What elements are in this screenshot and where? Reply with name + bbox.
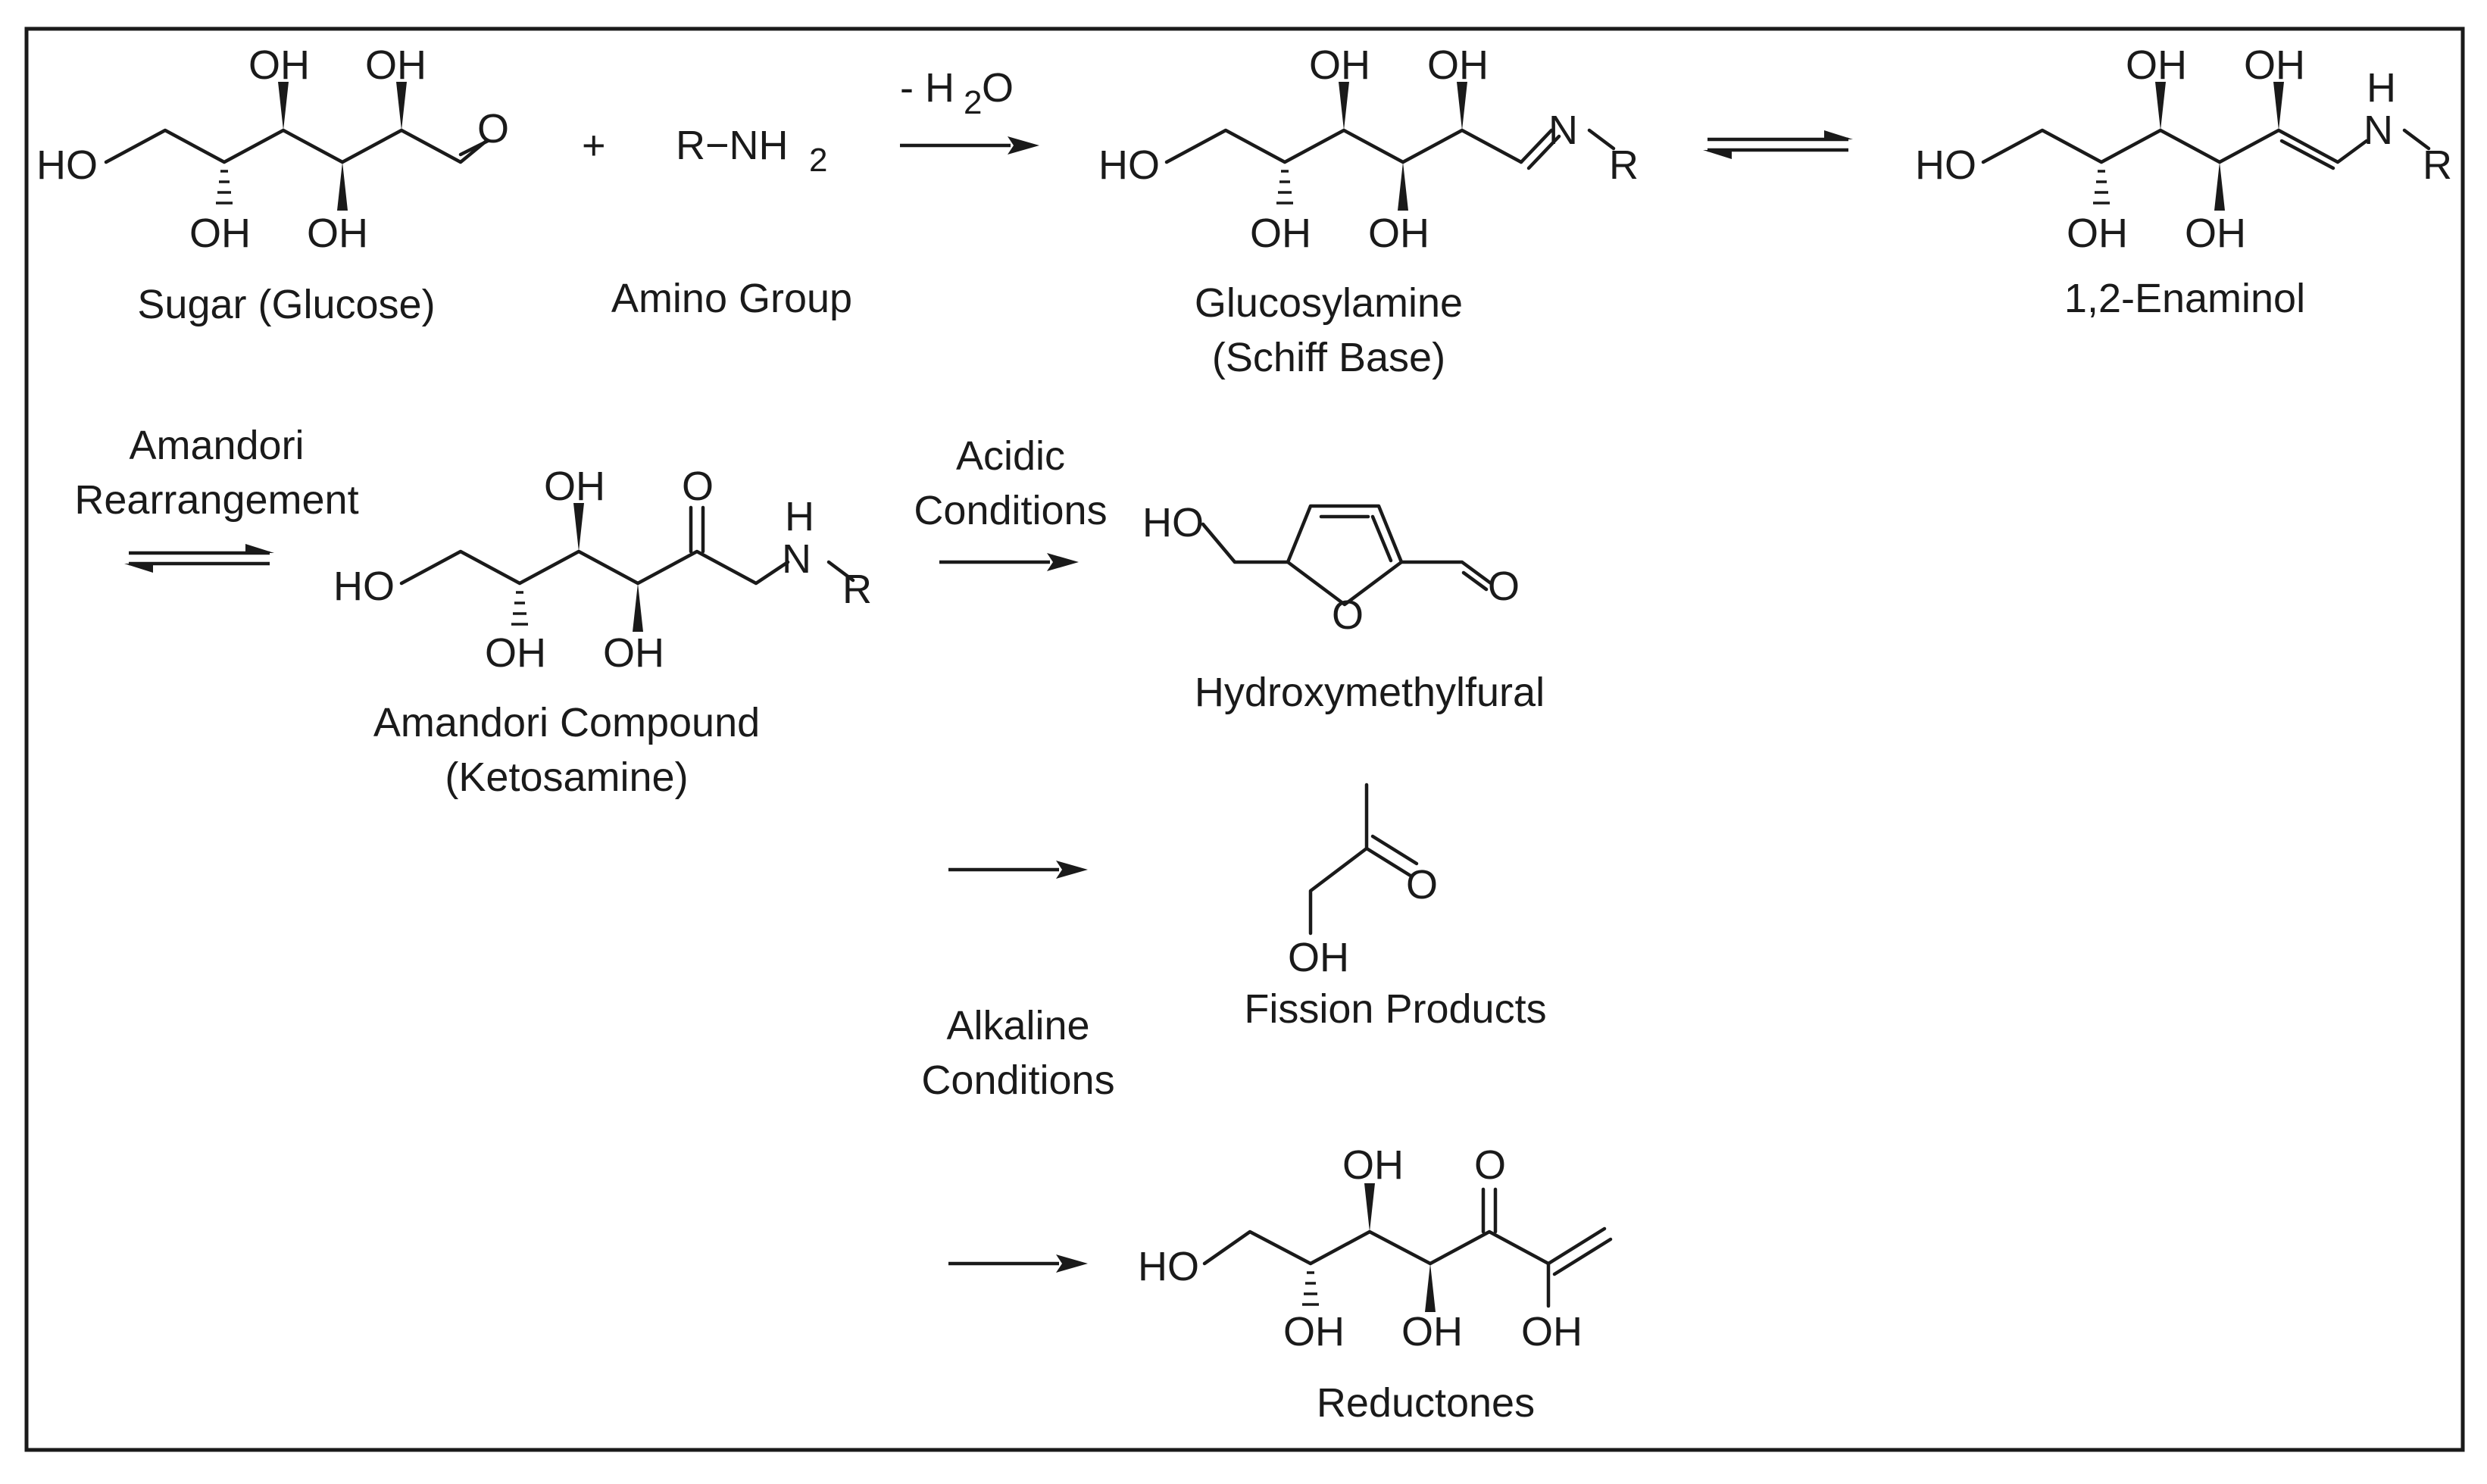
atom-label: HO	[1142, 500, 1204, 545]
atom-label: O	[477, 106, 509, 152]
atom-label: OH	[1427, 42, 1489, 88]
atom-label: H	[2367, 65, 2396, 111]
atom-label: O	[682, 464, 714, 509]
atom-label: OH	[2185, 211, 2246, 256]
atom-label: OH	[2126, 42, 2187, 88]
amine-caption: Amino Group	[611, 276, 852, 321]
amadori-step-label-line2: Rearrangement	[74, 477, 358, 523]
equilibrium-arrow-1	[1703, 130, 1853, 159]
hashed-bond	[511, 591, 528, 626]
dehydration-arrow	[900, 136, 1039, 155]
atom-label: OH	[603, 630, 664, 676]
dehydration-label: - H 2 O	[900, 65, 1014, 121]
wedge-bond	[573, 503, 584, 551]
wedge-bond	[396, 82, 407, 130]
atom-label: OH	[1521, 1309, 1582, 1354]
plus-sign: +	[582, 123, 606, 168]
wedge-bond	[633, 583, 643, 632]
acidic-arrow	[939, 553, 1079, 571]
atom-label: OH	[485, 630, 546, 676]
hashed-bond	[1302, 1271, 1319, 1306]
fission-caption: Fission Products	[1244, 986, 1546, 1032]
wedge-bond	[2214, 162, 2225, 211]
equilibrium-arrow-2	[124, 544, 274, 573]
atom-label: OH	[1283, 1309, 1345, 1354]
atom-label: O	[1332, 592, 1364, 638]
glucosylamine-structure: OH OH HO N R OH OH	[1098, 42, 1639, 256]
amine-formula-main: R−NH	[676, 123, 789, 168]
alkaline-step-label-line2: Conditions	[921, 1058, 1114, 1103]
atom-label: OH	[307, 211, 368, 256]
acidic-step-label-line2: Conditions	[914, 488, 1107, 533]
atom-label: OH	[1368, 211, 1429, 256]
atom-label: HO	[1138, 1244, 1199, 1289]
amadori-caption-line1: Amandori Compound	[373, 700, 760, 745]
alkaline-step-label-line1: Alkaline	[946, 1003, 1089, 1048]
wedge-bond	[337, 162, 348, 211]
dehydration-label-main: - H	[900, 65, 954, 111]
dehydration-label-subscript: 2	[964, 84, 982, 121]
alkaline-arrow-1	[948, 861, 1088, 879]
atom-label: N	[2364, 108, 2393, 153]
atom-label: OH	[189, 211, 251, 256]
atom-label: R	[2423, 142, 2452, 188]
alkaline-arrow-2	[948, 1254, 1088, 1273]
glucose-structure: OH OH HO O OH OH	[36, 42, 509, 256]
dehydration-label-tail: O	[982, 65, 1014, 111]
frame-border	[24, 27, 2465, 1452]
atom-label: OH	[248, 42, 310, 88]
hmf-caption: Hydroxymethylfural	[1195, 670, 1545, 715]
atom-label: OH	[544, 464, 605, 509]
glucosylamine-caption-line1: Glucosylamine	[1195, 280, 1463, 326]
atom-label: OH	[1401, 1309, 1463, 1354]
atom-label: OH	[365, 42, 426, 88]
atom-label: O	[1474, 1142, 1506, 1188]
wedge-bond	[1457, 82, 1467, 130]
atom-label: O	[1488, 564, 1520, 609]
atom-label: HO	[36, 142, 98, 188]
wedge-bond	[2155, 82, 2166, 130]
atom-label: H	[785, 494, 814, 539]
atom-label: R	[1609, 142, 1639, 188]
amadori-step-label-line1: Amandori	[129, 423, 304, 468]
atom-label: N	[1548, 108, 1578, 153]
atom-label: HO	[1915, 142, 1976, 188]
hashed-bond	[2093, 170, 2110, 205]
atom-label: N	[782, 536, 811, 582]
hashed-bond	[216, 170, 233, 205]
atom-label: OH	[1309, 42, 1370, 88]
reductones-caption: Reductones	[1317, 1380, 1535, 1426]
wedge-bond	[1425, 1264, 1436, 1312]
amadori-caption-line2: (Ketosamine)	[445, 754, 688, 800]
wedge-bond	[1339, 82, 1349, 130]
enaminol-caption: 1,2-Enaminol	[2064, 276, 2305, 321]
atom-label: HO	[1098, 142, 1160, 188]
amadori-compound-structure: OH O H N R HO OH OH	[333, 464, 872, 676]
wedge-bond	[1398, 162, 1408, 211]
fission-product-structure: O OH	[1288, 783, 1438, 980]
atom-label: OH	[1342, 1142, 1404, 1188]
acidic-step-label-line1: Acidic	[956, 433, 1065, 479]
enaminol-structure: OH OH HO H N R OH OH	[1915, 42, 2452, 256]
hashed-bond	[1276, 170, 1293, 205]
glucosylamine-caption-line2: (Schiff Base)	[1212, 335, 1445, 380]
wedge-bond	[2273, 82, 2284, 130]
atom-label: OH	[2067, 211, 2128, 256]
atom-label: OH	[1288, 935, 1349, 980]
atom-label: R	[842, 567, 872, 612]
hmf-structure: HO O O	[1142, 500, 1520, 638]
wedge-bond	[1364, 1183, 1375, 1232]
amine-formula: R−NH 2	[676, 123, 827, 179]
atom-label: OH	[2244, 42, 2305, 88]
atom-label: O	[1406, 862, 1438, 908]
atom-label: HO	[333, 564, 395, 609]
wedge-bond	[278, 82, 289, 130]
glucose-caption: Sugar (Glucose)	[137, 282, 435, 327]
amine-formula-subscript: 2	[809, 142, 827, 179]
atom-label: OH	[1250, 211, 1311, 256]
reductones-structure: OH O HO OH OH OH	[1138, 1142, 1613, 1354]
